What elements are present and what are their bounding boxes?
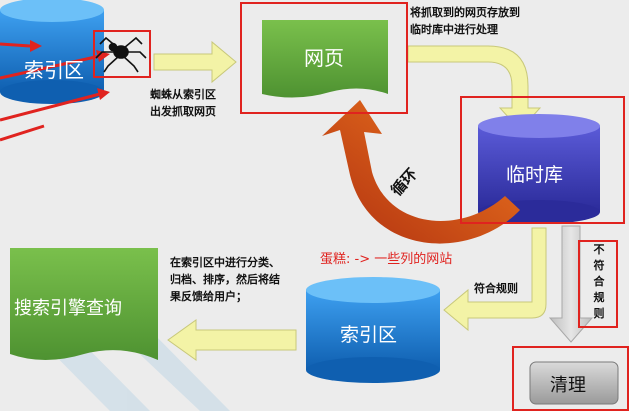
index-top-label: 索引区 bbox=[24, 58, 84, 82]
highlight-spider bbox=[93, 30, 151, 78]
webpage-document bbox=[262, 20, 388, 98]
process-line-2: 归档、排序，然后将结 bbox=[170, 273, 280, 286]
search-label: 搜索引擎查询 bbox=[14, 298, 122, 319]
store-label: 将抓取到的网页存放到 临时库中进行处理 bbox=[410, 4, 520, 38]
highlight-webpage bbox=[240, 2, 408, 114]
spider-start-label: 蜘蛛从索引区 出发抓取网页 bbox=[150, 86, 216, 120]
spider-icon bbox=[95, 36, 147, 73]
arrow-tempdb-to-index bbox=[443, 227, 547, 332]
clean-box bbox=[529, 361, 619, 405]
not-match-char: 不 bbox=[593, 243, 605, 256]
not-match-label: 不 符 合 规 则 bbox=[591, 242, 607, 322]
process-label: 在索引区中进行分类、 归档、排序，然后将结 果反馈给用户； bbox=[170, 254, 280, 305]
search-document bbox=[10, 248, 158, 360]
store-line-1: 将抓取到的网页存放到 bbox=[410, 6, 520, 19]
arrow-index-to-search bbox=[167, 319, 297, 361]
highlight-not-match bbox=[578, 240, 618, 328]
process-line-1: 在索引区中进行分类、 bbox=[170, 256, 280, 269]
index-bottom-label: 索引区 bbox=[340, 324, 398, 346]
not-match-char: 则 bbox=[593, 307, 605, 320]
not-match-char: 符 bbox=[593, 259, 605, 272]
highlight-clean bbox=[512, 346, 629, 411]
not-match-char: 合 bbox=[593, 275, 605, 288]
store-line-2: 临时库中进行处理 bbox=[410, 23, 498, 36]
not-match-char: 规 bbox=[593, 291, 605, 304]
webpage-label: 网页 bbox=[304, 46, 344, 70]
spider-start-line-1: 蜘蛛从索引区 bbox=[150, 88, 216, 101]
tempdb-label: 临时库 bbox=[506, 164, 564, 186]
index-top-cylinder bbox=[0, 0, 104, 104]
cake-label: 蛋糕: -> 一些列的网站 bbox=[320, 252, 453, 267]
incoming-crawl-arrows bbox=[0, 40, 110, 142]
loop-arrow bbox=[322, 100, 520, 244]
spider-start-line-2: 出发抓取网页 bbox=[150, 105, 216, 118]
index-bottom-cylinder bbox=[306, 277, 440, 383]
match-label: 符合规则 bbox=[474, 282, 518, 295]
arrow-index-to-webpage bbox=[153, 40, 237, 84]
process-line-3: 果反馈给用户； bbox=[170, 290, 247, 303]
clean-label: 清理 bbox=[550, 375, 586, 396]
tempdb-cylinder bbox=[478, 114, 600, 224]
highlight-tempdb bbox=[460, 96, 625, 224]
